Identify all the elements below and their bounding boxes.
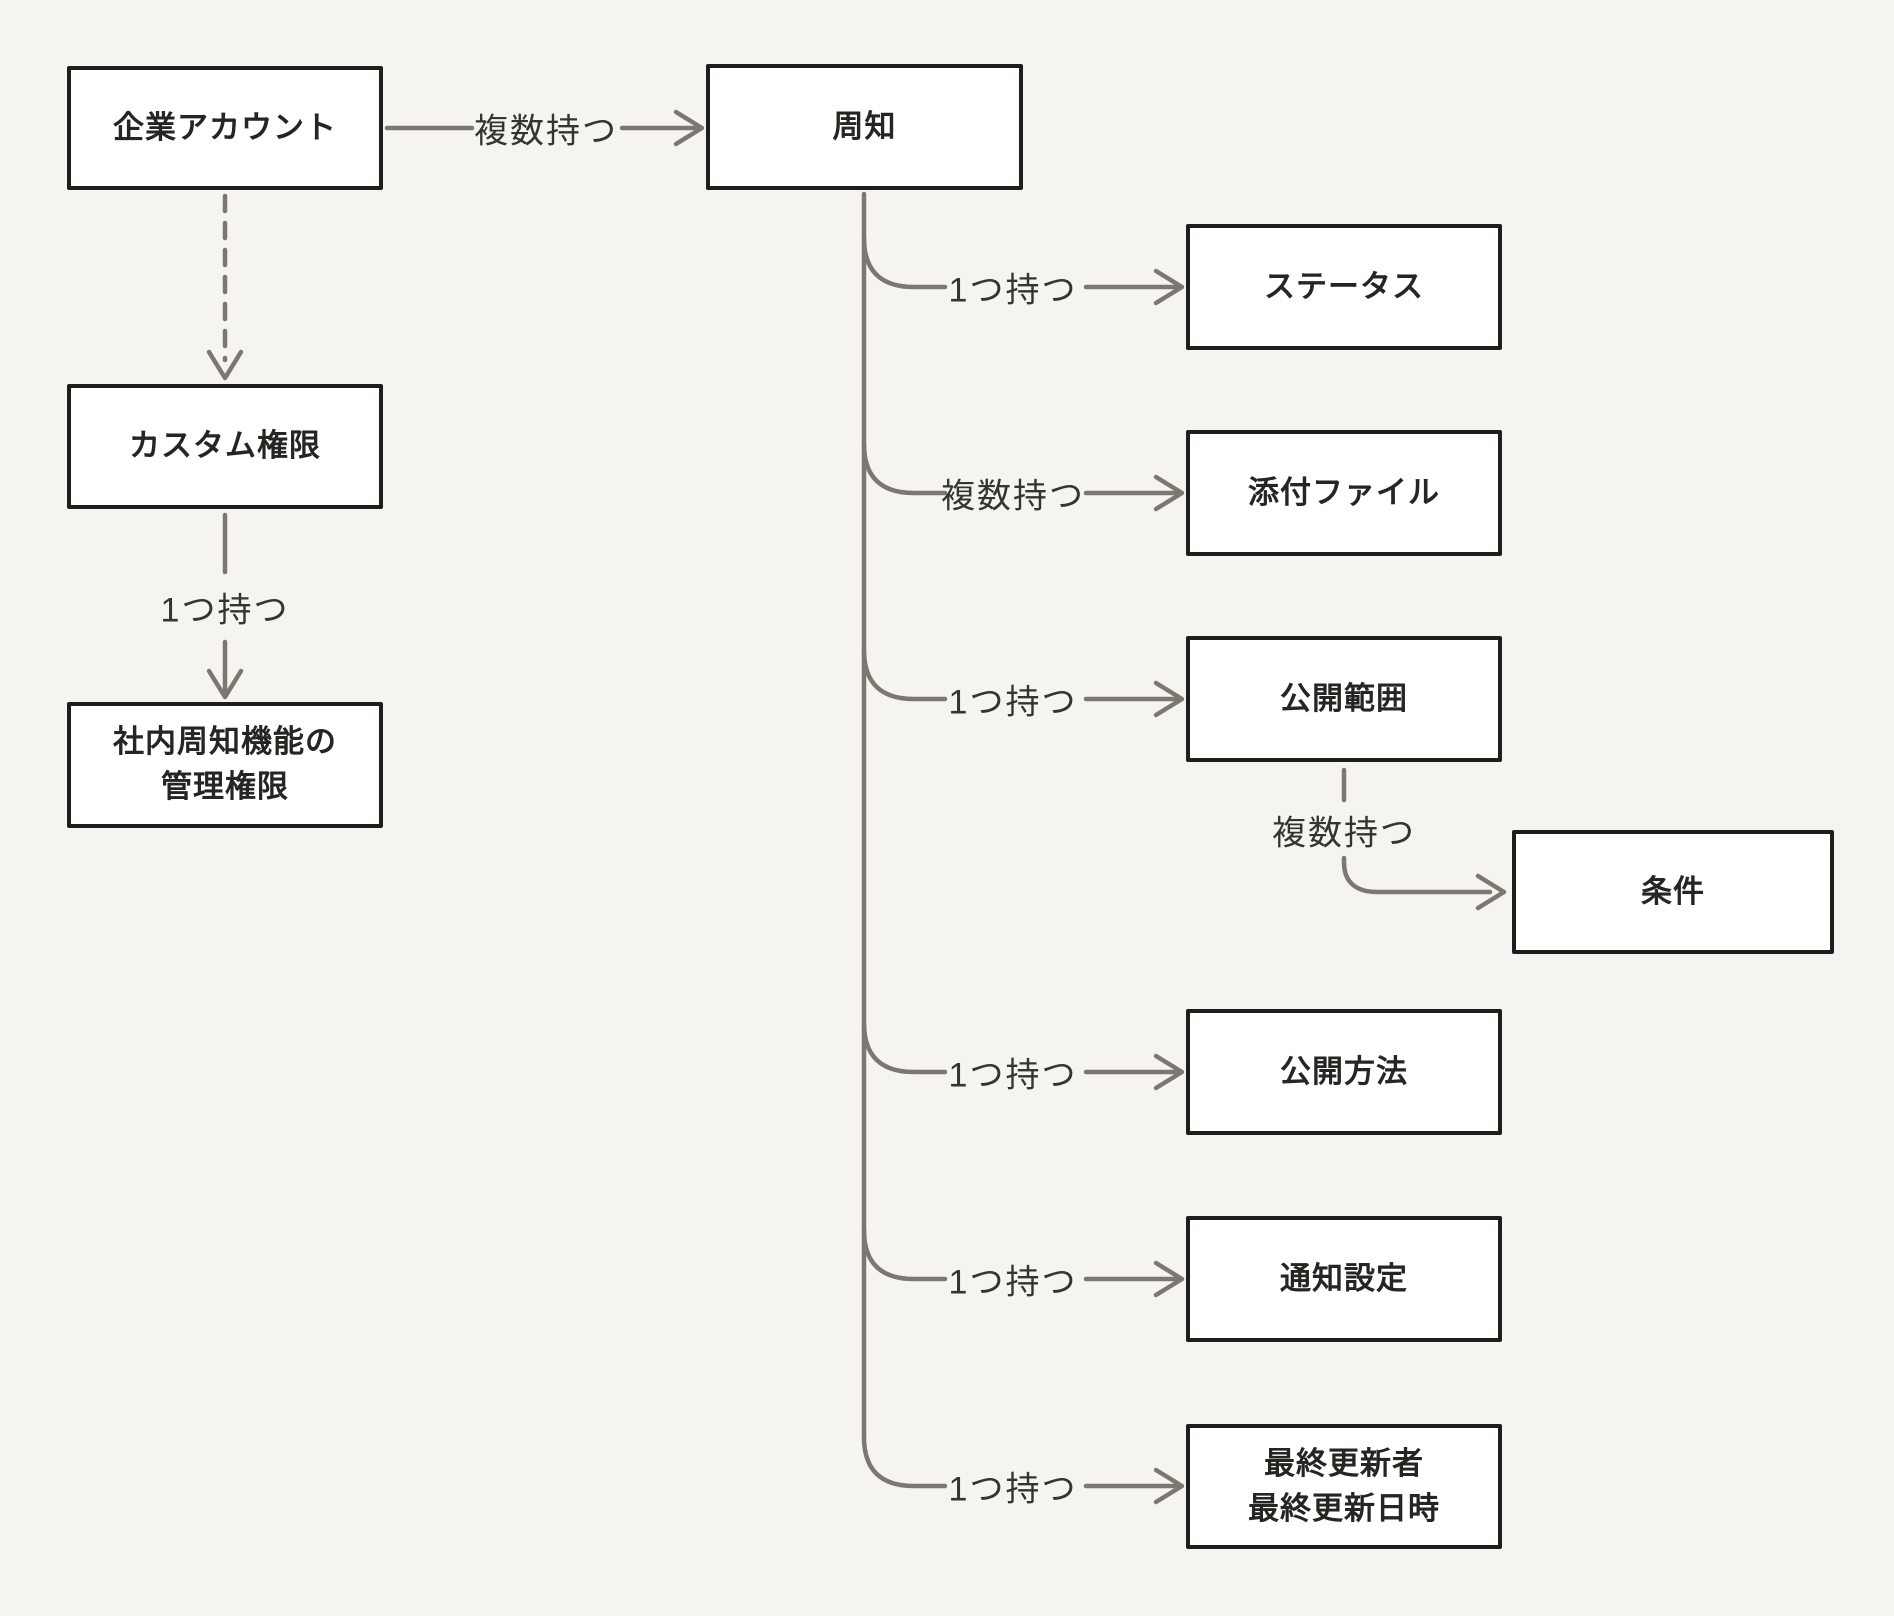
- edge-label-attachments: 複数持つ: [941, 477, 1085, 516]
- edge-label-notification-settings: 1つ持つ: [948, 1263, 1078, 1302]
- edge-scope-condition-curve: [1341, 855, 1493, 895]
- node-status: ステータス: [1186, 224, 1502, 350]
- node-condition: 条件: [1512, 830, 1834, 954]
- edge-corporate-custom-arrowhead: [206, 349, 244, 381]
- edge-custom-admin-arrowhead: [206, 668, 244, 700]
- branch-publish-scope-arrowhead: [1153, 680, 1185, 718]
- branch-attachments-arrowhead: [1153, 474, 1185, 512]
- node-last-updated: 最終更新者 最終更新日時: [1186, 1424, 1502, 1549]
- node-internal-announcement-admin-permission: 社内周知機能の 管理権限: [67, 702, 383, 828]
- edge-label-custom-admin: 1つ持つ: [160, 591, 290, 630]
- edge-scope-condition-arrowhead: [1475, 873, 1507, 911]
- branch-status-curve: [861, 235, 948, 290]
- node-publish-scope: 公開範囲: [1186, 636, 1502, 762]
- branch-publish-method-curve: [861, 1020, 948, 1075]
- branch-publish-scope-curve: [861, 647, 948, 702]
- branch-status-arrowhead: [1153, 268, 1185, 306]
- node-custom-permission: カスタム権限: [67, 384, 383, 509]
- branch-notification-curve: [861, 1227, 948, 1282]
- node-notification-settings: 通知設定: [1186, 1216, 1502, 1342]
- node-attachments: 添付ファイル: [1186, 430, 1502, 556]
- edge-label-condition: 複数持つ: [1272, 814, 1416, 853]
- node-corporate-account: 企業アカウント: [67, 66, 383, 190]
- branch-publish-method-arrowhead: [1153, 1053, 1185, 1091]
- edge-corporate-announcement-arrowhead: [673, 109, 705, 147]
- node-announcement: 周知: [706, 64, 1023, 190]
- edge-label-publish-scope: 1つ持つ: [948, 683, 1078, 722]
- edge-label-status: 1つ持つ: [948, 271, 1078, 310]
- edge-label-last-updated: 1つ持つ: [948, 1470, 1078, 1509]
- branch-attachments-curve: [861, 441, 948, 496]
- node-publish-method: 公開方法: [1186, 1009, 1502, 1135]
- edge-label-corporate-announcement: 複数持つ: [474, 112, 618, 151]
- branch-notification-arrowhead: [1153, 1260, 1185, 1298]
- branch-last-updated-arrowhead: [1153, 1467, 1185, 1505]
- branch-last-updated-curve: [861, 1434, 948, 1489]
- edge-label-publish-method: 1つ持つ: [948, 1056, 1078, 1095]
